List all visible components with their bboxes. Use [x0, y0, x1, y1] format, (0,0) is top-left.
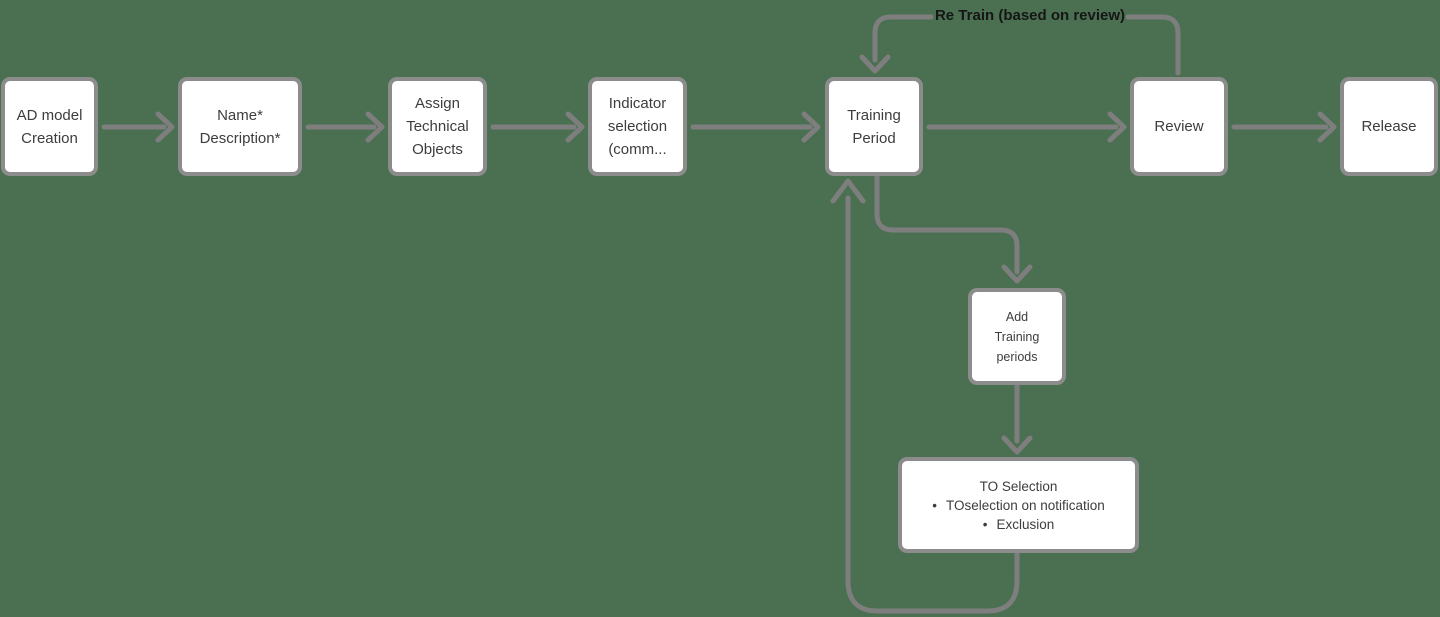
node-release[interactable]: Release [1340, 77, 1438, 176]
bullet-item: • TOselection on notification [932, 496, 1105, 515]
node-training-period[interactable]: Training Period [825, 77, 923, 176]
edge-assign-to-indicator [490, 111, 585, 143]
edge-admodel-to-name [101, 111, 175, 143]
node-assign-technical-objects[interactable]: Assign Technical Objects [388, 77, 487, 176]
bullet-icon: • [982, 516, 988, 532]
edge-review-to-release [1231, 111, 1337, 143]
node-label: Add Training periods [994, 309, 1040, 364]
node-label: Assign Technical Objects [406, 95, 469, 158]
node-to-selection[interactable]: TO Selection • TOselection on notificati… [898, 457, 1139, 553]
bullet-icon: • [932, 497, 937, 513]
edge-name-to-assign [305, 111, 385, 143]
bullet-text: TOselection on notification [945, 497, 1105, 513]
edge-retrain-loop [859, 14, 1181, 76]
edge-label-retrain: Re Train (based on review) [934, 7, 1126, 24]
node-label: Name* Description* [199, 106, 281, 147]
edge-addperiods-to-toselection [1001, 383, 1033, 455]
node-title: TO Selection [979, 478, 1058, 494]
node-label: Training Period [847, 106, 901, 147]
node-review[interactable]: Review [1130, 77, 1228, 176]
node-add-training-periods[interactable]: Add Training periods [968, 288, 1066, 385]
edge-training-to-review [926, 111, 1127, 143]
edge-training-to-addperiods [874, 174, 1033, 284]
node-indicator-selection[interactable]: Indicator selection (comm... [588, 77, 687, 176]
node-label: Review [1154, 118, 1204, 135]
node-label: Indicator selection (comm... [607, 95, 668, 158]
bullet-item: • Exclusion [983, 515, 1055, 534]
node-ad-model-creation[interactable]: AD model Creation [1, 77, 98, 176]
node-name-description[interactable]: Name* Description* [178, 77, 302, 176]
edge-indicator-to-training [690, 111, 821, 143]
node-label: Release [1361, 118, 1417, 135]
node-label: AD model Creation [16, 106, 83, 147]
bullet-text: Exclusion [996, 516, 1055, 532]
